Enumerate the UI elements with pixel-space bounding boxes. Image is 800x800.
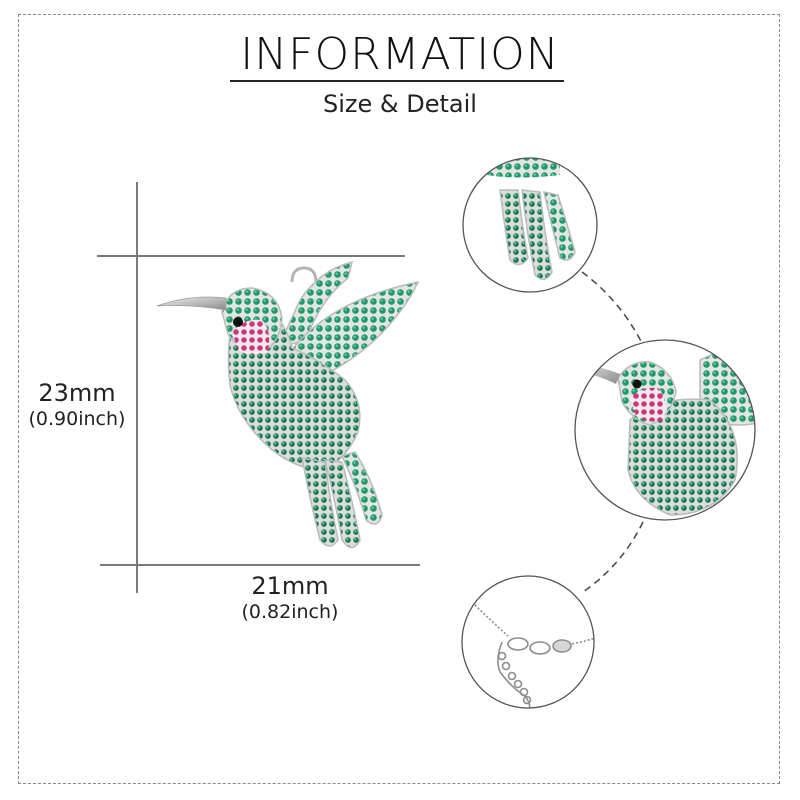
lower-connector-arc — [582, 521, 644, 593]
width-mm: 21mm — [251, 572, 329, 600]
height-label: 23mm (0.90inch) — [22, 380, 132, 432]
page-title: INFORMATION — [240, 29, 560, 80]
height-dimension-line — [136, 182, 138, 593]
dashed-frame — [18, 14, 780, 784]
height-mm: 23mm — [38, 379, 116, 407]
head-body-detail-circle — [574, 339, 756, 521]
width-label: 21mm (0.82inch) — [225, 573, 355, 625]
top-reference-line — [97, 255, 405, 257]
tail-detail-circle — [462, 157, 598, 293]
height-inch: (0.90inch) — [28, 408, 126, 430]
page-subtitle: Size & Detail — [323, 90, 477, 118]
hummingbird-pendant-icon — [156, 260, 420, 549]
width-inch: (0.82inch) — [241, 601, 339, 623]
title-underline — [230, 80, 564, 82]
upper-connector-arc — [581, 271, 644, 346]
chain-clasp-detail-circle — [461, 575, 595, 709]
bottom-reference-line — [100, 564, 420, 566]
